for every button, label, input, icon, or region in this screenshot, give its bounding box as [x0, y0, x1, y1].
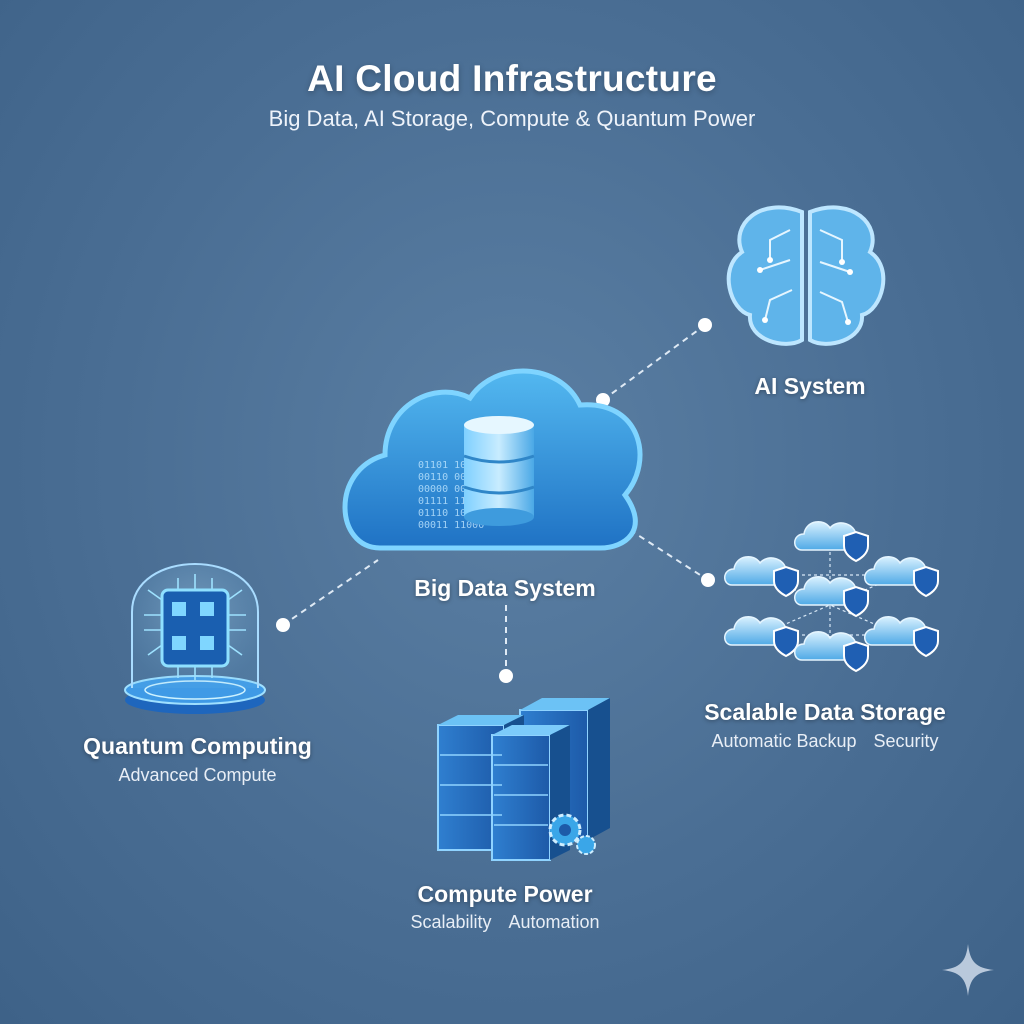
secure-cloud-icon — [794, 576, 869, 618]
binary-line: 00110 00101 — [418, 472, 484, 483]
gear-icon — [548, 813, 596, 855]
storage-tags: Automatic Backup Security — [690, 731, 960, 752]
page-title: AI Cloud Infrastructure — [307, 58, 717, 99]
storage-tag-backup: Automatic Backup — [711, 731, 857, 751]
binary-line: 01111 11111 — [418, 496, 484, 507]
page-subtitle: Big Data, AI Storage, Compute & Quantum … — [268, 106, 756, 131]
storage-tag-security: Security — [873, 731, 939, 751]
compute-tags: Scalability Automation — [380, 912, 630, 933]
secure-cloud-icon — [794, 521, 869, 563]
secure-cloud-icon — [724, 556, 799, 598]
connector-dot — [499, 669, 513, 683]
binary-line: 01101 10110 — [418, 460, 484, 471]
quantum-chip-icon — [124, 563, 266, 714]
secure-cloud-icon — [794, 631, 869, 673]
quantum-label: Quantum Computing — [83, 733, 312, 759]
binary-line: 00011 11000 — [418, 520, 484, 531]
binary-line: 00000 00010 — [418, 484, 484, 495]
connector-ai — [602, 324, 706, 401]
quantum-sublabel: Advanced Compute — [118, 765, 277, 785]
secure-cloud-icon — [864, 616, 939, 658]
connector-dots — [276, 318, 715, 683]
connector-lines — [282, 324, 709, 676]
connector-dot — [701, 573, 715, 587]
ai-system-label: AI System — [754, 373, 866, 399]
connector-quantum — [282, 559, 379, 626]
circuit-brain-icon — [726, 205, 886, 346]
secure-cloud-icon — [864, 556, 939, 598]
compute-tag-scalability: Scalability — [410, 912, 492, 932]
connector-dot — [698, 318, 712, 332]
compute-tag-automation: Automation — [508, 912, 600, 932]
server-rack-icon — [437, 698, 610, 861]
secure-cloud-cluster-icon — [724, 521, 939, 673]
connector-storage — [629, 529, 709, 581]
connector-dot — [276, 618, 290, 632]
secure-cloud-icon — [724, 616, 799, 658]
binary-line: 01110 10010 — [418, 508, 484, 519]
compute-label: Compute Power — [417, 881, 593, 907]
sparkle-icon — [942, 944, 994, 996]
storage-label: Scalable Data Storage — [704, 699, 946, 725]
big-data-label: Big Data System — [414, 575, 596, 601]
database-cylinder — [463, 416, 535, 526]
